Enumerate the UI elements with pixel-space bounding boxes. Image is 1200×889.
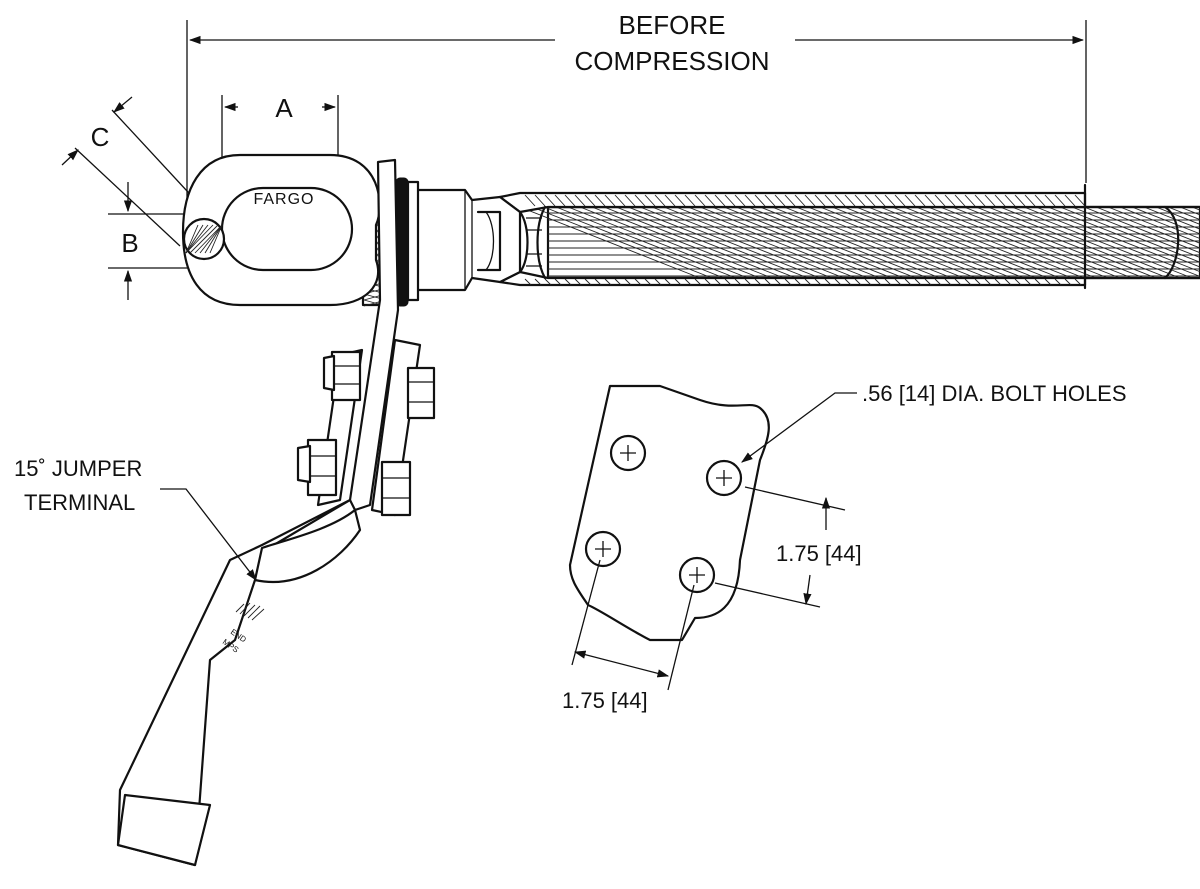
eye-fitting: FARGO	[181, 153, 381, 307]
bolt-pad-side	[296, 338, 436, 517]
pin-hatching	[185, 224, 223, 254]
before-compression-dimension: BEFORE COMPRESSION	[186, 10, 1087, 210]
before-compression-label-1: BEFORE	[619, 10, 726, 40]
stranded-cable	[520, 205, 1200, 280]
sleeve-neck	[408, 188, 522, 292]
vertical-spacing-label: 1.75 [44]	[776, 541, 862, 566]
jumper-label-1: 15˚ JUMPER	[14, 456, 142, 481]
dimension-a-label: A	[275, 93, 293, 123]
sleeve-hatching	[524, 194, 1085, 285]
pad-front-view	[568, 384, 770, 642]
bolt-hole-3	[584, 530, 622, 568]
bolt-holes-label: .56 [14] DIA. BOLT HOLES	[862, 381, 1127, 406]
bolt-holes-callout: .56 [14] DIA. BOLT HOLES	[741, 381, 1127, 463]
before-compression-label-2: COMPRESSION	[574, 46, 769, 76]
jumper-terminal-callout: 15˚ JUMPER TERMINAL	[14, 456, 257, 581]
horizontal-spacing-label: 1.75 [44]	[562, 688, 648, 713]
cable-strands	[520, 206, 1200, 279]
dimension-c-label: C	[91, 122, 110, 152]
vertical-spacing-dimension: 1.75 [44]	[714, 486, 862, 608]
bolt-hole-1	[609, 434, 647, 472]
fargo-brand-label: FARGO	[253, 191, 314, 208]
bolt-hole-2	[705, 459, 743, 497]
upper-bolt	[322, 350, 436, 420]
lower-bolt	[296, 438, 412, 517]
bolt-hole-4	[678, 556, 716, 594]
jumper-terminal: END MPS	[116, 158, 400, 867]
dimension-b-label: B	[121, 228, 138, 258]
horizontal-spacing-dimension: 1.75 [44]	[562, 559, 695, 713]
dimension-c: C	[61, 96, 213, 247]
compression-sleeve	[498, 183, 1087, 290]
jumper-label-2: TERMINAL	[24, 490, 135, 515]
